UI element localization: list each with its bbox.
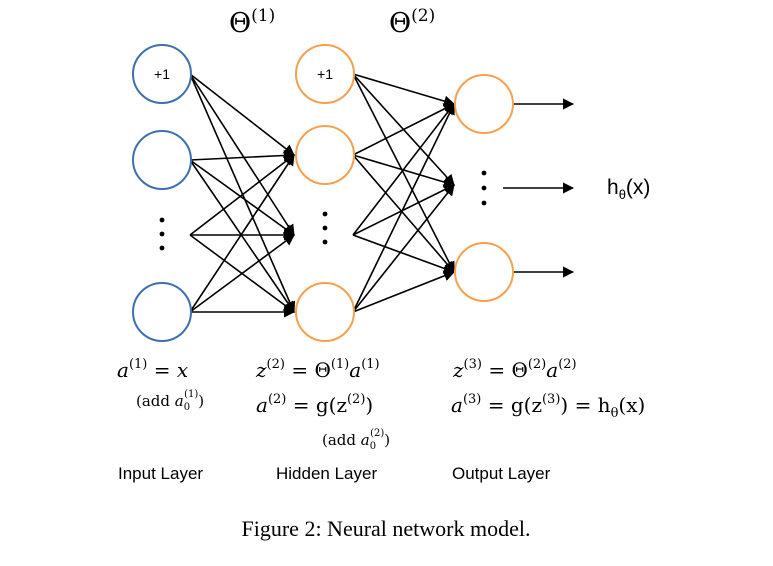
edge-input-0-hidden-2 [189,73,296,314]
hidden-bias-node [295,44,355,104]
output-node-1 [454,242,514,302]
output-node-0 [454,74,514,134]
ellipsis-dot-1-2 [322,239,328,245]
edge-input-1-hidden-2 [189,159,295,313]
input-equation-a1: a(1) = x [117,357,188,382]
output-equation-a3: a(3) = g(z(3)) = hθ(x) [451,392,645,421]
ellipsis-dot-0-2 [159,245,165,251]
figure-caption: Figure 2: Neural network model. [242,516,531,541]
input-node-1 [132,130,192,190]
connection-edges [189,73,575,318]
hidden-equation-add-bias: (add a0(2)) [322,428,390,452]
edge-hidden-1-output-2 [352,154,455,273]
theta-2-label: Θ(2) [389,6,435,39]
theta-1-label: Θ(1) [229,6,275,39]
edge-hidden-0-output-2 [352,73,455,273]
edge-hidden-3-output-2 [352,270,456,313]
ellipsis-dot-2-2 [481,200,487,206]
input-layer-label: Input Layer [118,464,203,483]
ellipsis-dot-0-0 [159,217,165,223]
edge-input-0-hidden-0 [189,73,295,156]
input-node-2 [132,282,192,342]
hidden-equation-a2: a(2) = g(z(2)) [256,392,373,417]
edge-input-0-hidden-1 [189,73,295,236]
edge-hidden-2-output-2 [352,234,456,274]
edge-input-2-hidden-0 [189,154,295,236]
edge-hidden-2-output-0 [352,103,455,236]
ellipsis-dot-1-1 [322,225,328,231]
edge-hidden-1-output-0 [352,103,455,156]
edge-input-1-hidden-0 [189,149,296,162]
hidden-layer-label: Hidden Layer [276,464,377,483]
ellipsis-dot-2-1 [481,185,487,191]
neuron-nodes: +1 +1 [132,44,514,342]
input-bias-node-label: +1 [154,66,170,82]
hidden-node-1 [295,125,355,185]
edge-input-3-hidden-1 [189,234,295,313]
ellipsis-dots [159,170,487,251]
ellipsis-dot-0-1 [159,231,165,237]
ellipsis-dot-2-0 [481,170,487,176]
input-equation-add-bias: (add a0(1)) [136,389,204,413]
output-equation-z3: z(3) = Θ(2)a(2) [452,357,577,382]
edge-hidden-3-output-1 [352,184,455,313]
output-layer-label: Output Layer [452,464,551,483]
edge-hidden-0-output-0 [352,73,456,107]
input-bias-node [132,44,192,104]
hidden-node-2 [295,282,355,342]
hidden-bias-node-label: +1 [317,66,333,82]
output-hypothesis-label: hθ(x) [607,176,650,202]
edge-hidden-3-output-0 [352,102,455,313]
edge-input-3-hidden-0 [189,154,295,313]
edge-hidden-2-output-1 [352,184,456,236]
edge-input-1-hidden-1 [189,159,295,236]
ellipsis-dot-1-0 [322,211,328,217]
hidden-equation-z2: z(2) = Θ(1)a(1) [255,357,380,382]
